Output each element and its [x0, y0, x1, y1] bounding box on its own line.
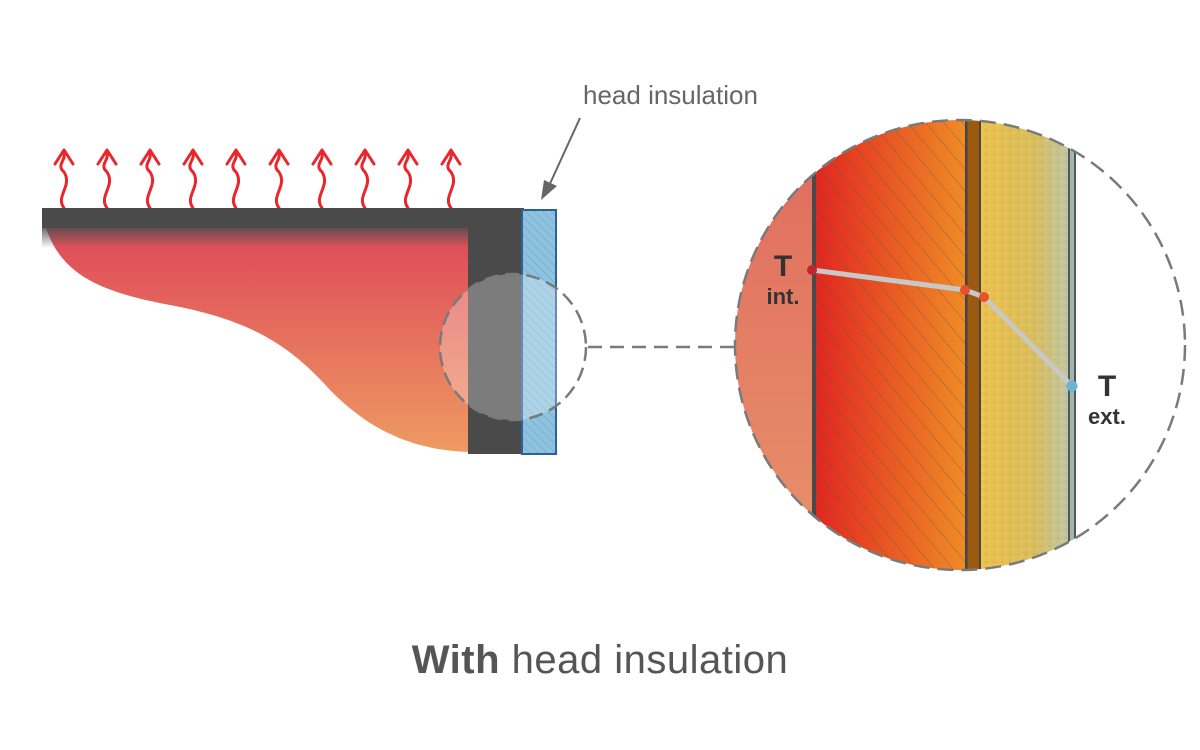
caption-bold: With: [411, 638, 501, 682]
callout-label: head insulation: [583, 80, 758, 110]
callout-arrow: [541, 117, 581, 200]
heat-arrow-icon: [354, 148, 376, 210]
heat-arrow-icon: [182, 148, 204, 210]
t-int-sub: int.: [766, 284, 800, 309]
heat-arrows: [53, 148, 462, 210]
heat-arrow-icon: [139, 148, 161, 210]
heat-arrow-icon: [397, 148, 419, 210]
steel-top: [42, 208, 524, 228]
steel-shade: [42, 226, 472, 248]
heat-arrow-icon: [311, 148, 333, 210]
caption-rest: head insulation: [511, 638, 789, 682]
outer-cladding: [1068, 120, 1076, 570]
point-interface-2: [979, 292, 989, 302]
brown-layer: [965, 120, 981, 570]
magnifier-circle: [438, 272, 588, 422]
t-ext-sub: ext.: [1088, 404, 1126, 429]
t-int-symbol: T: [773, 250, 793, 283]
heat-arrow-icon: [96, 148, 118, 210]
point-external: [1066, 380, 1078, 392]
heat-arrow-icon: [53, 148, 75, 210]
zoom-view: [735, 120, 1185, 570]
point-internal: [807, 265, 817, 275]
heat-arrow-icon: [440, 148, 462, 210]
steel-wall: [468, 208, 524, 454]
figure-caption: With head insulation: [0, 638, 1200, 683]
zoom-circle-outline: [733, 118, 1187, 572]
point-interface-1: [960, 285, 970, 295]
t-ext-label: T ext.: [1076, 372, 1138, 428]
tank-section: [42, 208, 588, 455]
t-ext-symbol: T: [1097, 370, 1117, 403]
temperature-profile: [807, 265, 1078, 392]
t-int-label: T int.: [752, 252, 814, 308]
hot-fluid: [42, 214, 470, 452]
heat-arrow-icon: [225, 148, 247, 210]
heat-arrow-icon: [268, 148, 290, 210]
